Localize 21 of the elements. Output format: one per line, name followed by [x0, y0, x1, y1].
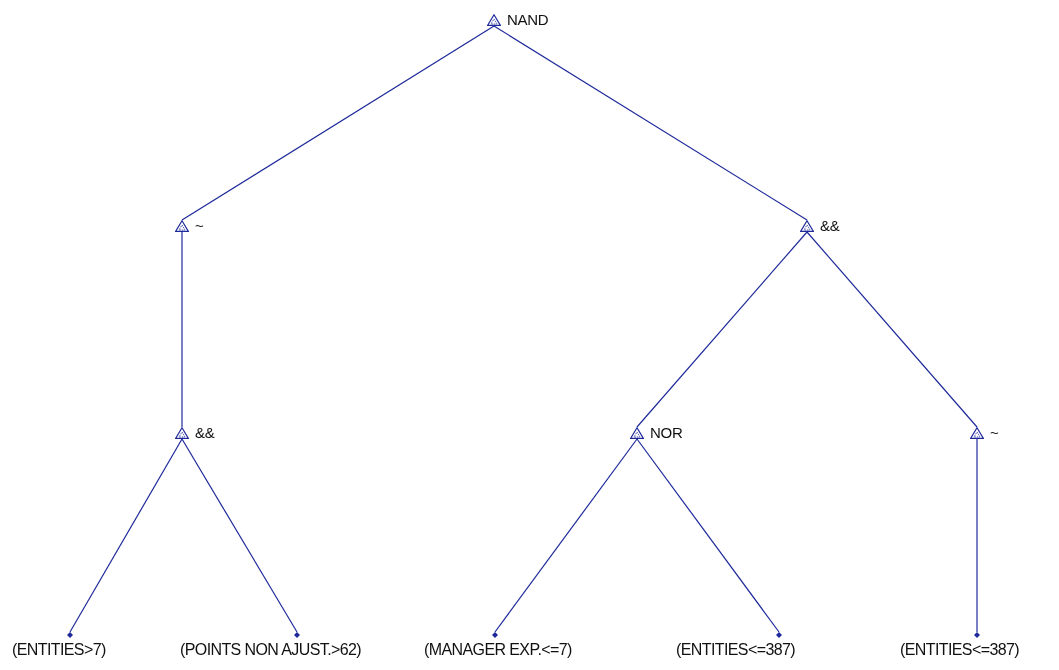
connector-line [69, 438, 183, 633]
operator-label: && [195, 427, 215, 439]
connector-line [181, 438, 298, 633]
connector-line [181, 231, 183, 428]
condition-label: (MANAGER EXP.<=7) [424, 640, 572, 660]
operator-label: NAND [507, 14, 549, 26]
connector-line [636, 231, 808, 428]
operator-label: NOR [650, 427, 683, 439]
condition-label: (ENTITIES<=387) [900, 640, 1020, 660]
condition-label: (ENTITIES<=387) [676, 640, 796, 660]
connector-line [493, 25, 808, 221]
connector-line [806, 231, 978, 428]
operator-label: && [820, 220, 840, 232]
connector-line [636, 438, 780, 633]
operator-label: ~ [195, 220, 204, 232]
condition-label: (ENTITIES>7) [12, 640, 106, 660]
connector-line [976, 438, 978, 633]
connector-line [494, 438, 638, 633]
operator-label: ~ [990, 427, 999, 439]
connector-line [181, 25, 495, 221]
condition-label: (POINTS NON AJUST.>62) [180, 640, 362, 660]
